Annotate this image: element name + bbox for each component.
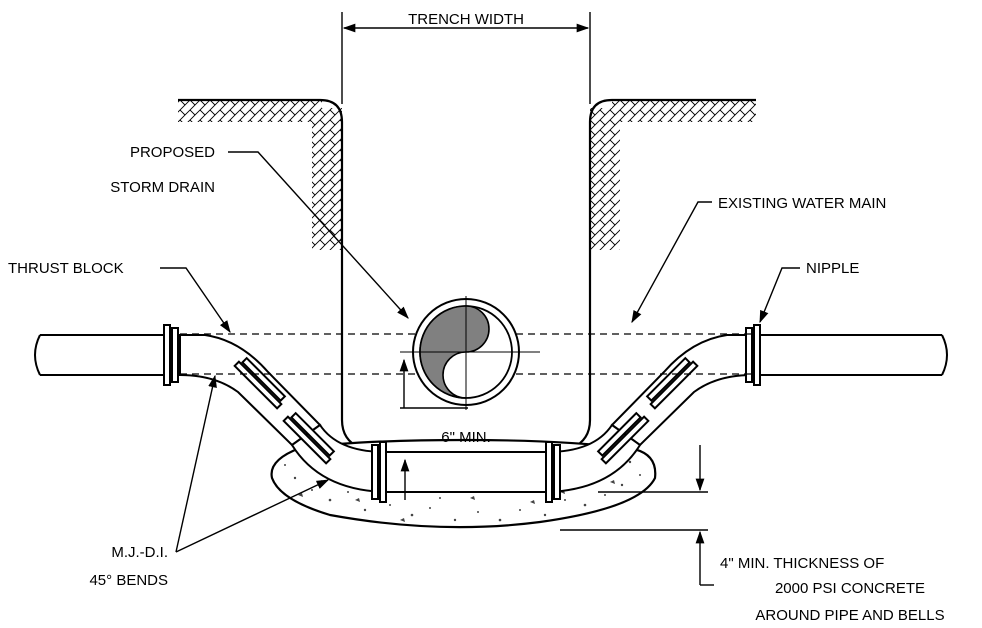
proposed-label-line2: STORM DRAIN — [110, 179, 215, 196]
concrete-label-line2: 2000 PSI CONCRETE — [775, 580, 925, 597]
proposed-label-line1: PROPOSED — [130, 144, 215, 161]
six-inch-label: 6" MIN. — [441, 429, 491, 446]
nipple-label: NIPPLE — [806, 260, 859, 277]
concrete-label-line3: AROUND PIPE AND BELLS — [755, 607, 944, 624]
water-main-pipe — [34, 334, 948, 494]
ground-hatch-left — [178, 100, 342, 250]
concrete-thickness-dimension — [560, 445, 714, 586]
concrete-label-line1: 4" MIN. THICKNESS OF — [720, 555, 884, 572]
storm-drain-section — [400, 296, 540, 410]
six-inch-dimension — [399, 358, 468, 409]
trench-width-label: TRENCH WIDTH — [408, 11, 524, 28]
bends-label-line1: M.J.-D.I. — [111, 544, 168, 561]
existing-water-main-label: EXISTING WATER MAIN — [718, 195, 886, 212]
concrete-speckles — [284, 460, 641, 522]
ground-hatch-right — [590, 100, 756, 250]
pipe-flanges — [163, 324, 761, 503]
thrust-block-label: THRUST BLOCK — [8, 260, 124, 277]
leader-lines — [160, 151, 800, 553]
trench-width-dimension — [341, 12, 591, 104]
bends-label-line2: 45° BENDS — [89, 572, 168, 589]
